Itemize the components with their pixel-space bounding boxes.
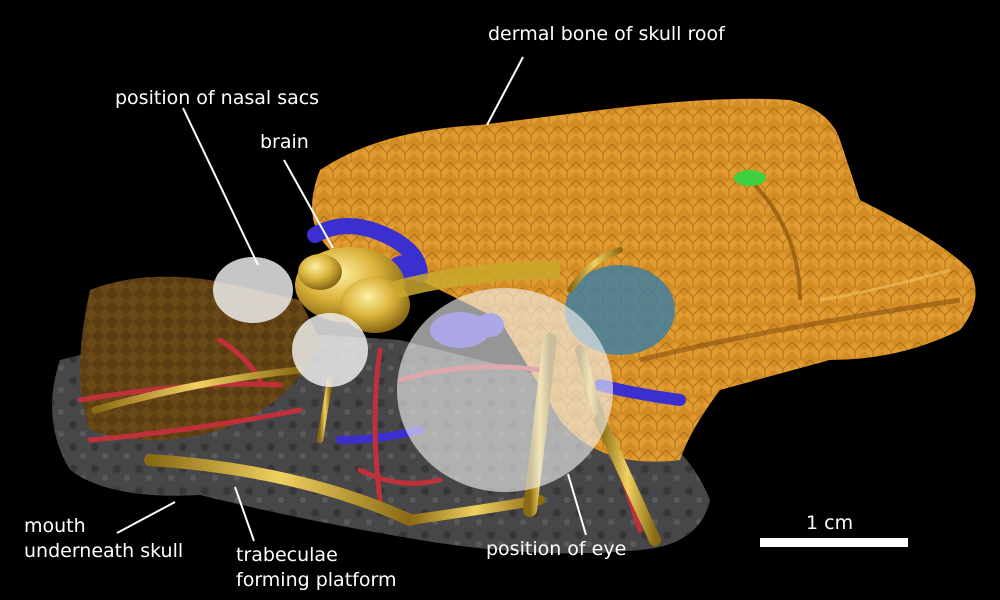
label-nasal-sacs: position of nasal sacs (115, 87, 320, 109)
label-brain: brain (260, 131, 309, 153)
label-mouth-line2: underneath skull (24, 540, 184, 562)
nasal-sac-right (292, 313, 368, 387)
scale-bar (760, 538, 908, 547)
label-skull-roof: dermal bone of skull roof (488, 23, 725, 45)
label-eye: position of eye (486, 538, 627, 560)
label-mouth: mouth underneath skull (24, 514, 183, 564)
label-trabeculae: trabeculae forming platform (236, 543, 396, 593)
green-marker (734, 170, 766, 186)
label-trabeculae-line2: forming platform (236, 569, 397, 591)
label-mouth-line1: mouth (24, 515, 86, 537)
leader-lines (116, 56, 587, 542)
brain-model (295, 247, 561, 333)
label-scale-bar: 1 cm (806, 512, 854, 534)
nasal-sac-left (213, 257, 293, 323)
eye-position-overlay (397, 288, 613, 492)
label-trabeculae-line1: trabeculae (236, 544, 338, 566)
